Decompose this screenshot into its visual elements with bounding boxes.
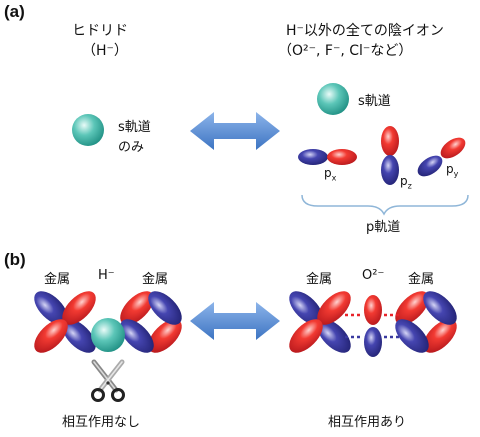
anion-s-orbital-label: s軌道 <box>358 94 391 109</box>
px-orbital <box>298 149 357 165</box>
left-metal-d-orbital-2 <box>120 291 182 353</box>
right-caption: 相互作用あり <box>328 415 407 430</box>
left-metal-1-label: 金属 <box>44 272 71 287</box>
pz-orbital <box>381 126 399 185</box>
right-metal-d-orbital-2 <box>395 291 457 353</box>
hydride-s-orbital <box>72 114 104 146</box>
left-metal-2-label: 金属 <box>142 272 169 287</box>
px-label: px <box>324 166 337 183</box>
panel-a-label: (a) <box>4 2 25 21</box>
s-orbital-only-line1: s軌道 <box>118 120 151 135</box>
double-arrow-icon <box>190 302 280 340</box>
oxide-p-orbital <box>364 295 382 357</box>
left-metal-d-orbital-1 <box>34 291 96 353</box>
panel-b-label: (b) <box>4 250 26 269</box>
other-anions-title: H⁻以外の全ての陰イオン <box>286 23 444 39</box>
hydride-formula: （H⁻） <box>82 43 128 59</box>
py-orbital <box>417 137 466 177</box>
right-metal-d-orbital-1 <box>289 291 351 353</box>
double-arrow-icon <box>190 112 280 150</box>
right-metal-1-label: 金属 <box>306 272 333 287</box>
pz-label: pz <box>400 174 412 191</box>
hydride-title: ヒドリド <box>72 23 128 39</box>
right-anion-label: O²⁻ <box>362 268 385 283</box>
anion-s-orbital <box>317 83 349 115</box>
other-anions-examples: （O²⁻, F⁻, Cl⁻など） <box>278 43 413 59</box>
s-orbital-only-line2: のみ <box>118 140 145 155</box>
left-anion-label: H⁻ <box>98 268 115 283</box>
right-metal-2-label: 金属 <box>408 272 435 287</box>
py-label: py <box>446 162 459 179</box>
left-caption: 相互作用なし <box>62 415 141 430</box>
p-orbital-bracket <box>301 194 469 216</box>
scissors-icon <box>91 359 125 402</box>
hydride-bridge-s-orbital <box>91 318 125 352</box>
p-orbital-label: p軌道 <box>366 220 401 235</box>
interaction-dotted-lines <box>345 313 401 339</box>
